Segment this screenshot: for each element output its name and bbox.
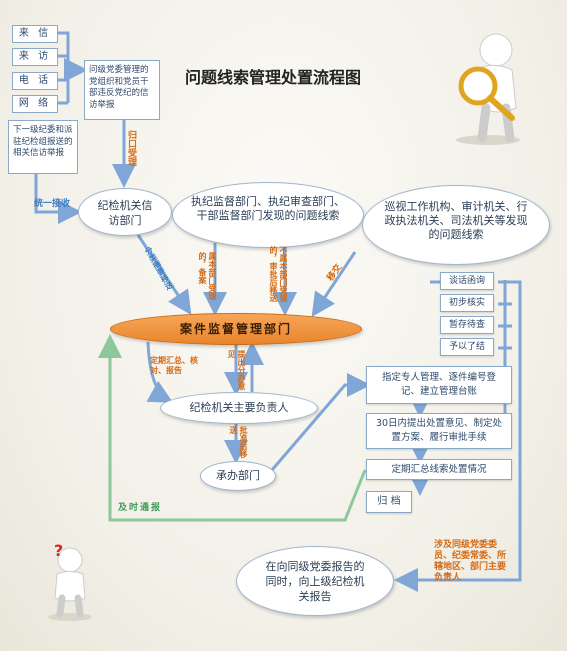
label-bushubenbu: 不属本部门受理的，审批后移送 [268,246,306,312]
disp-close: 予以了结 [440,338,494,356]
label-jishi: 及时通报 [118,503,163,513]
lower-level-box: 下一级纪委和派驻纪检组报送的相关信访举报 [8,120,78,174]
label-shubenbu-text: 属本部门受理的，备案 [198,252,217,300]
question-figure-icon: ? [48,542,92,621]
page-title: 问题线索管理处置流程图 [185,68,362,87]
svg-text:?: ? [54,542,63,560]
source-visit: 来 访 [12,48,58,66]
disp-verify: 初步核实 [440,294,494,312]
source-letter: 来 信 [12,25,58,43]
node-xunshi: 巡视工作机构、审计机关、行政执法机关、司法机关等发现的问题线索 [362,185,550,265]
disp-hold: 暂存待查 [440,316,494,334]
step-register: 指定专人管理、逐件编号登记、建立管理台账 [366,366,512,404]
source-web: 网 络 [12,95,58,113]
node-fuzeren: 纪检机关主要负责人 [160,392,318,424]
node-anjian: 案件监督管理部门 [110,313,362,345]
step-archive: 归 档 [366,491,412,513]
label-bushubenbu-text: 不属本部门受理的，审批后移送 [269,246,288,302]
label-guikou: 归口受理 [126,130,136,166]
label-tichu: 提出分办意见 [227,350,246,390]
magnifier-figure-icon [456,33,520,145]
node-xinfang: 纪检机关信访部门 [78,188,172,236]
label-sheji: 涉及同级党委委员、纪委常委、所辖地区、部门主要负责人 [434,540,507,583]
label-pizhunhou: 批准后移送 [229,426,248,458]
node-report: 在向同级党委报告的同时，向上级纪检机关报告 [236,546,394,616]
step-summary: 定期汇总线索处置情况 [366,459,512,480]
source-phone: 电 话 [12,72,58,90]
label-unified: 统一接收 [34,199,71,209]
node-zhiji: 执纪监督部门、执纪审查部门、干部监督部门发现的问题线索 [172,182,364,248]
party-report-box: 问级党委管理的党组织和党员干部违反党纪的信访举报 [84,60,160,120]
label-dingqi: 定期汇总、核对、报告 [150,356,198,375]
node-chengban: 承办部门 [200,461,276,491]
step-30days: 30日内提出处置意见、制定处置方案、履行审批手续 [366,413,512,449]
label-shubenbu: 属本部门受理的，备案 [197,252,235,310]
disp-talk: 谈话函询 [440,272,494,290]
